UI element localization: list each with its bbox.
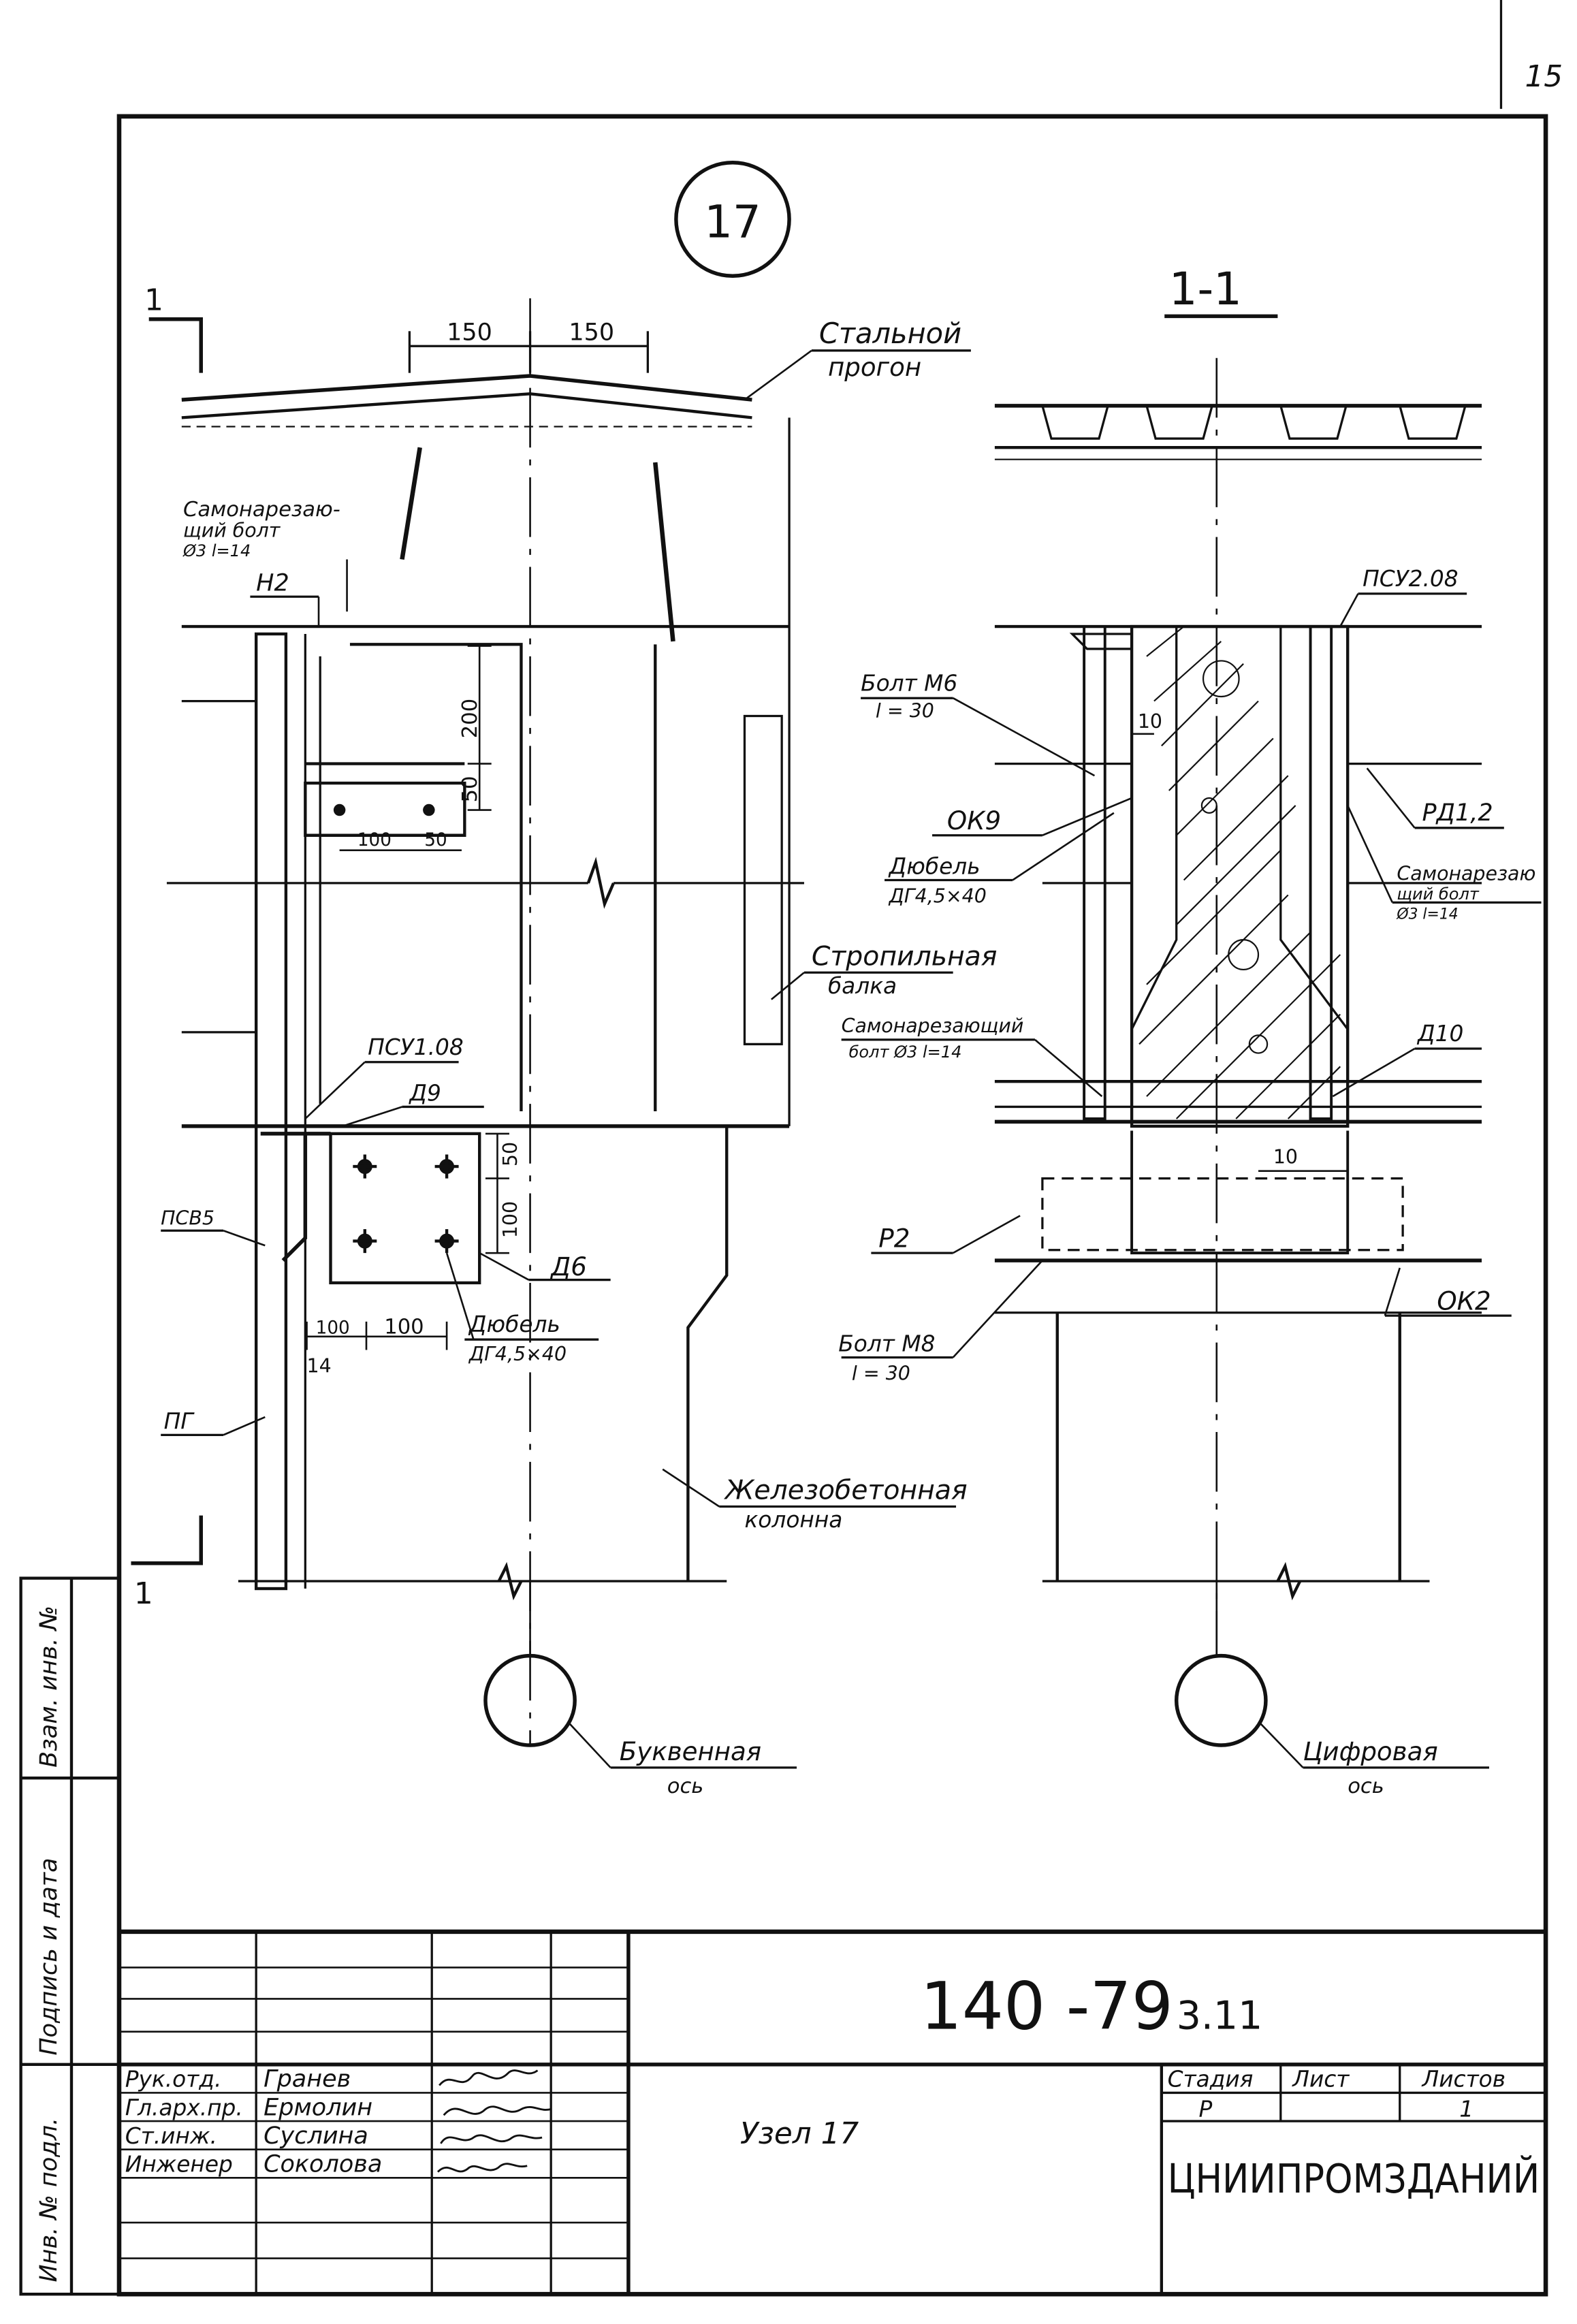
d9-label: Д9 [408, 1081, 441, 1107]
dowel-label-2: ДГ4,5×40 [468, 1343, 567, 1365]
right-view [841, 314, 1542, 1769]
sheets-value: 1 [1459, 2096, 1474, 2122]
dim-14: 14 [307, 1354, 332, 1377]
drawing-code-suffix: 3.11 [1177, 1993, 1263, 2038]
margin-inv-label: Инв. № подл. [35, 2118, 63, 2282]
steel-purlin-label: Стальной [819, 317, 961, 350]
psu208-label: ПСУ2.08 [1363, 566, 1459, 592]
sheet-number: 15 [1525, 59, 1563, 94]
self-tap-lower-label-2: болт Ø3 l=14 [849, 1042, 962, 1062]
self-tap-bolt-label: Самонарезаю- [183, 498, 340, 522]
rc-column-label: Железобетонная [723, 1475, 968, 1506]
staff-role-1: Рук.отд. [125, 2067, 222, 2092]
self-tap-lower-label: Самонарезающий [842, 1015, 1024, 1037]
section-mark-bottom: 1 [134, 1576, 153, 1611]
self-tap-bolt-label-2: щий болт [183, 520, 281, 542]
bolt-m8-label: Болт М8 [838, 1331, 935, 1357]
svg-text:17: 17 [704, 196, 761, 248]
d10-label: Д10 [1416, 1021, 1463, 1047]
left-view-labels: 1 1 150 150 Стальной прогон Самонарезаю-… [134, 283, 998, 1799]
bolt-m6-label-2: l = 30 [876, 700, 934, 722]
rc-column-label-2: колонна [744, 1507, 842, 1533]
margin-stamp [19, 1576, 121, 2296]
rd12-label: РД1,2 [1422, 799, 1493, 827]
staff-name-1: Гранев [264, 2065, 351, 2093]
sheet-header: Лист [1292, 2067, 1350, 2092]
rafter-beam-label: Стропильная [812, 940, 998, 972]
self-tap-bolt-label-3: Ø3 l=14 [182, 541, 251, 560]
dim-100-horizontal: 100 [357, 830, 392, 850]
section-title: 1-1 [1169, 264, 1242, 315]
dowel-right-label-2: ДГ4,5×40 [888, 885, 987, 907]
pg-label: ПГ [164, 1409, 195, 1435]
section-mark-top: 1 [144, 283, 163, 318]
left-dowels [353, 1154, 459, 1254]
letter-axis-label: Буквенная [620, 1736, 761, 1766]
dim-100-under-plate-b: 100 [384, 1315, 424, 1339]
psu108-label: ПСУ1.08 [368, 1034, 464, 1060]
sheets-header: Листов [1422, 2067, 1506, 2092]
digit-axis-label: Цифровая [1303, 1736, 1438, 1766]
dim-100-under-plate-a: 100 [316, 1318, 350, 1338]
staff-name-3: Суслина [264, 2122, 368, 2150]
staff-role-2: Гл.арх.пр. [125, 2095, 243, 2120]
staff-name-2: Ермолин [264, 2093, 372, 2121]
title-block-labels: 140 -79 3.11 Узел 17 Рук.отд. Гранев Гл.… [125, 1968, 1540, 2202]
margin-podpis-label: Подпись и дата [35, 1858, 63, 2055]
staff-role-3: Ст.инж. [125, 2123, 217, 2149]
self-tap-right-label: Самонарезаю [1397, 862, 1535, 885]
d6-label: Д6 [549, 1252, 587, 1282]
concrete-hatch [1138, 626, 1341, 1119]
dim-200: 200 [458, 699, 482, 739]
margin-vzam-label: Взам. инв. № [35, 1606, 63, 1768]
rafter-beam-label-2: балка [828, 973, 897, 999]
staff-role-4: Инженер [125, 2152, 233, 2178]
title-block-signatures [436, 2069, 552, 2173]
psv5-label: ПСВ5 [161, 1207, 214, 1229]
dowel-right-label: Дюбель [888, 854, 981, 880]
node-marker: 17 [674, 161, 791, 278]
bolt-m8-label-2: l = 30 [852, 1362, 910, 1384]
dim-50-vertical: 50 [458, 776, 482, 803]
ok9-label: ОК9 [947, 806, 1001, 835]
self-tap-right-label-2: щий болт [1397, 885, 1479, 904]
n2-label: Н2 [256, 569, 289, 596]
dowel-label: Дюбель [468, 1311, 560, 1337]
dim-10-bottom: 10 [1273, 1146, 1298, 1168]
right-view-labels: 1-1 ПСУ2.08 Болт М6 l = 30 10 ОК9 РД1,2 … [838, 264, 1535, 1798]
organization-name: ЦНИИПРОМЗДАНИЙ [1168, 2155, 1540, 2202]
bolt-m6-label: Болт М6 [861, 670, 957, 696]
staff-name-4: Соколова [264, 2150, 382, 2178]
dim-150-right: 150 [569, 318, 614, 346]
p2-label: Р2 [878, 1223, 910, 1253]
sheet-frame [116, 0, 1548, 2297]
left-view [131, 298, 971, 1769]
dim-50-plate: 50 [499, 1142, 522, 1166]
dim-150-left: 150 [447, 318, 492, 346]
stage-header: Стадия [1168, 2067, 1254, 2092]
steel-purlin-label-2: прогон [828, 352, 921, 382]
dim-50-horizontal: 50 [424, 830, 447, 850]
self-tap-right-label-3: Ø3 l=14 [1396, 906, 1458, 923]
dim-100-plate: 100 [499, 1201, 522, 1238]
digit-axis-label-2: ось [1348, 1774, 1384, 1798]
letter-axis-label-2: ось [667, 1774, 704, 1798]
title-block [118, 1929, 1546, 2295]
margin-stamp-labels: Взам. инв. № Подпись и дата Инв. № подл. [35, 1606, 63, 2282]
dim-10-top: 10 [1138, 710, 1162, 733]
stage-value: Р [1199, 2096, 1213, 2122]
drawing-code: 140 -79 [921, 1968, 1173, 2044]
node-name: Узел 17 [740, 2116, 859, 2151]
ok2-label: ОК2 [1437, 1286, 1491, 1316]
